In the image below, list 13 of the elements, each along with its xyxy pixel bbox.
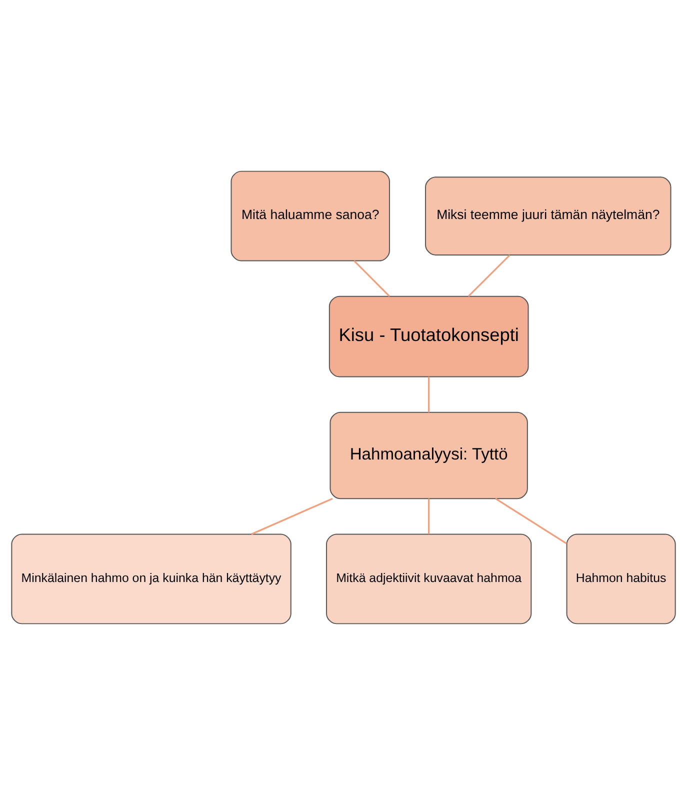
node-box: Hahmoanalyysi: Tyttö [330, 411, 528, 499]
node-box: Minkälainen hahmo on ja kuinka hän käyttäytyy [11, 533, 292, 624]
connector [428, 498, 430, 534]
node-box: Mitä haluamme sanoa? [230, 170, 390, 261]
connector [251, 497, 333, 534]
node-box: Mitkä adjektiivit kuvaavat hahmoa [326, 533, 532, 624]
connector [428, 376, 430, 412]
connector [468, 254, 510, 296]
node-box: Miksi teemme juuri tämän näytelmän? [425, 176, 672, 255]
node-box: Kisu - Tuotatokonsepti [328, 295, 529, 377]
connector [354, 260, 390, 296]
connector [495, 497, 567, 544]
node-box: Hahmon habitus [566, 533, 676, 624]
